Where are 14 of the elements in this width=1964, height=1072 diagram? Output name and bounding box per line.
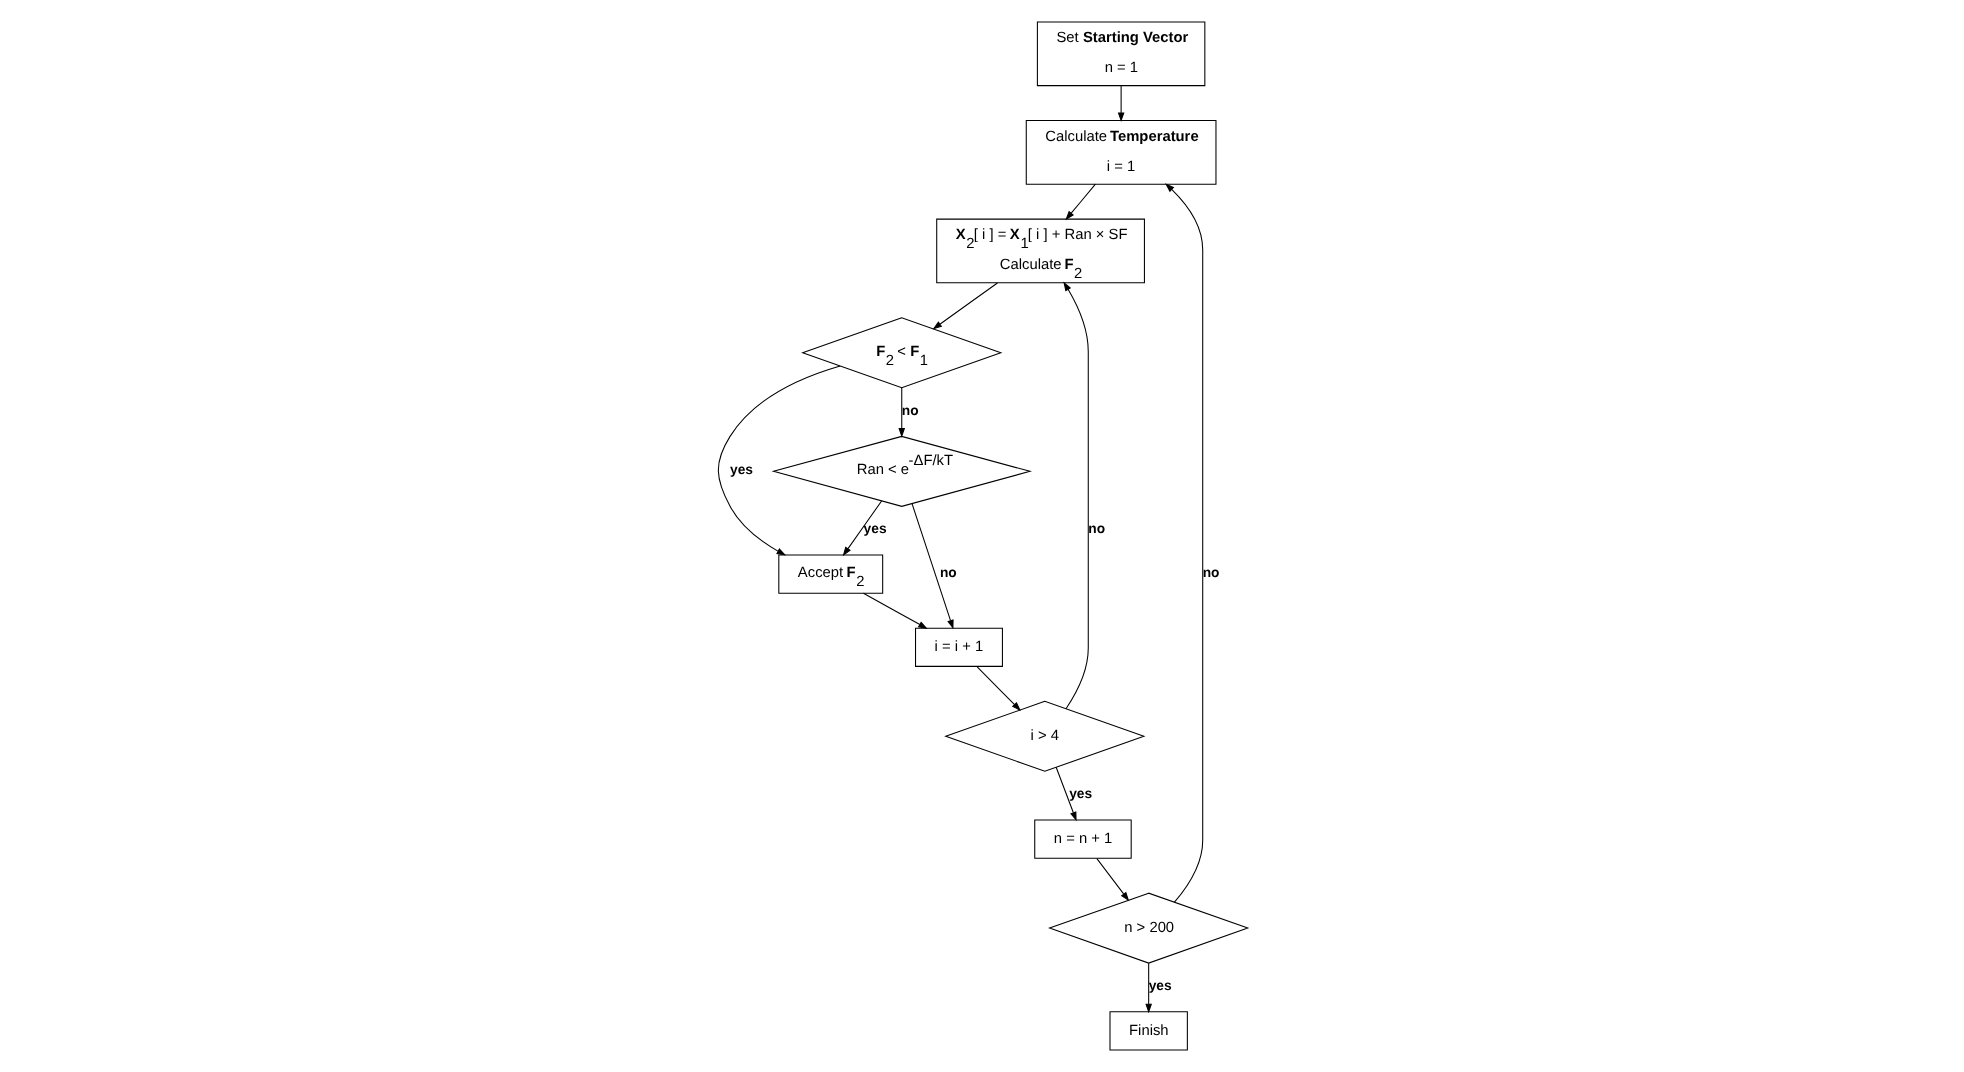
arrow bbox=[1095, 858, 1129, 902]
arrow bbox=[1116, 85, 1124, 123]
arrow bbox=[910, 503, 953, 630]
arrow bbox=[1054, 766, 1076, 822]
arrow bbox=[861, 592, 927, 629]
arrow bbox=[975, 666, 1020, 712]
arrow bbox=[931, 282, 997, 330]
arrow bbox=[1064, 183, 1095, 221]
arrow bbox=[897, 387, 905, 438]
arrow bbox=[841, 500, 882, 557]
arrow bbox=[716, 365, 840, 556]
arrow bbox=[1164, 183, 1203, 903]
arrow bbox=[1144, 962, 1151, 1014]
arrow bbox=[1062, 281, 1088, 710]
